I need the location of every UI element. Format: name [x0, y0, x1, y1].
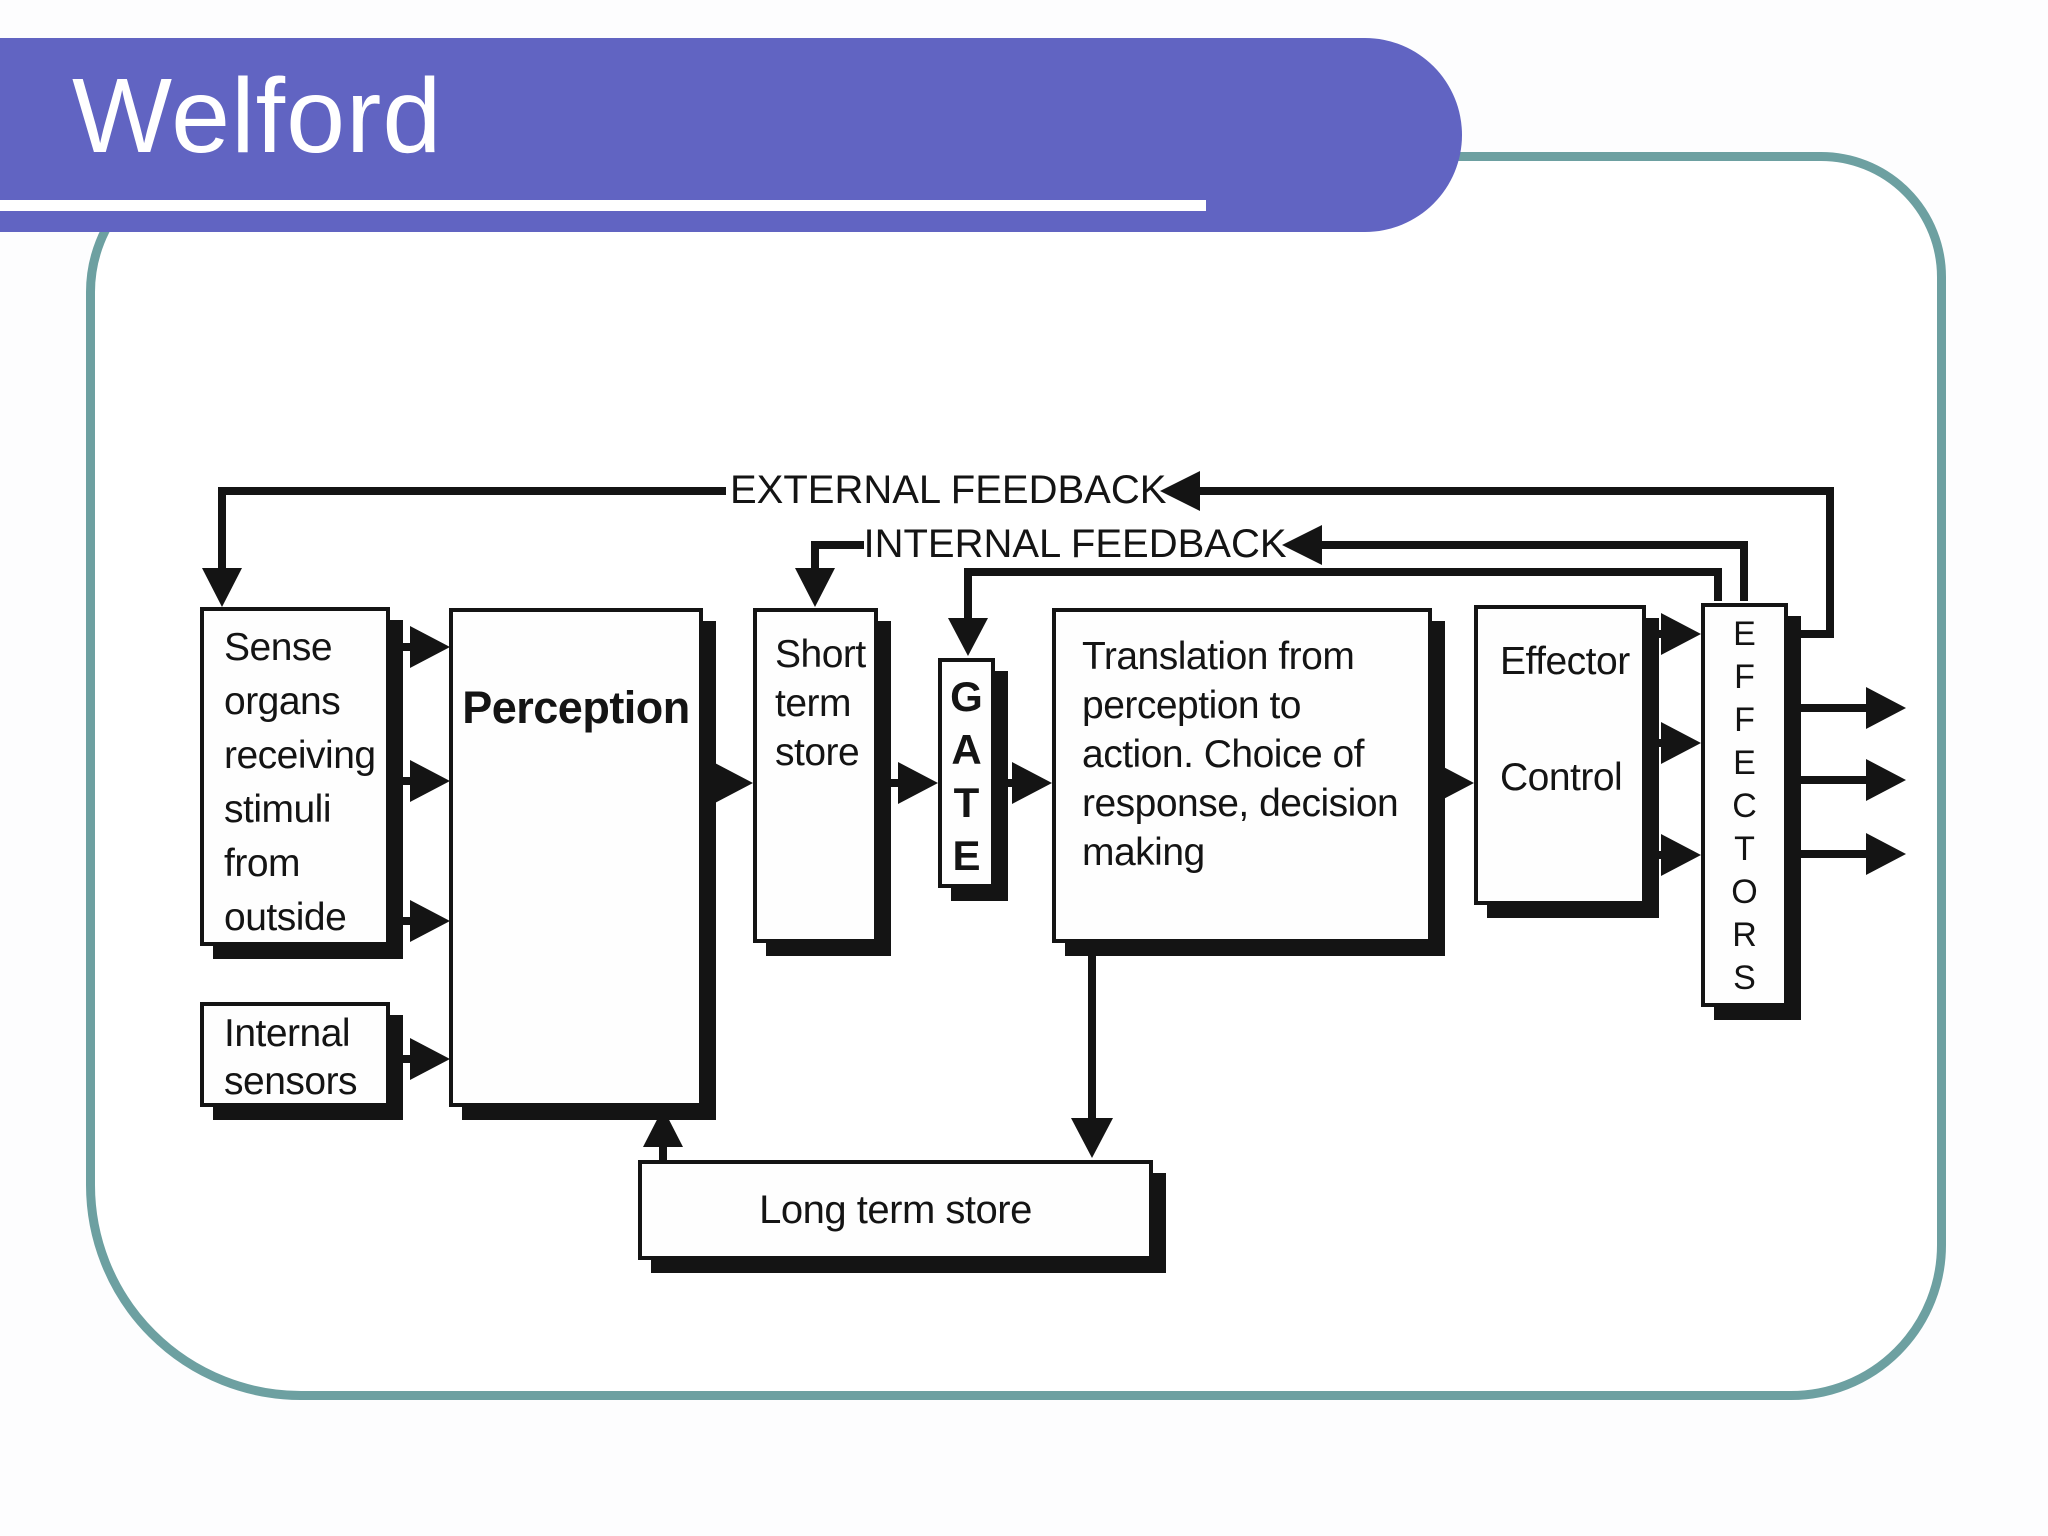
arrow-effector-to-effectors: [1646, 613, 1701, 876]
title-underline: [0, 200, 1206, 211]
perception-box: Perception: [449, 608, 703, 1107]
short-term-store-box: Short term store: [753, 608, 878, 943]
translation-box: Translation from perception to action. C…: [1052, 608, 1432, 943]
internal-feedback-line: [795, 525, 1748, 607]
arrow-sense-to-perception: [390, 626, 450, 942]
slide-title: Welford: [72, 57, 443, 175]
effector-control-box: Effector Control: [1474, 605, 1646, 905]
arrow-sts-to-gate: [878, 762, 938, 804]
long-term-store-box: Long term store: [638, 1160, 1153, 1260]
internal-sensors-box: Internal sensors: [200, 1002, 390, 1107]
arrow-perception-to-sts: [703, 762, 753, 804]
title-bar: Welford: [0, 38, 1462, 232]
arrow-internal-to-perception: [390, 1038, 450, 1080]
arrow-translation-to-effector: [1432, 762, 1474, 804]
sense-organs-box: Sense organs receiving stimuli from outs…: [200, 607, 390, 946]
gate-box: G A T E: [938, 658, 995, 888]
external-feedback-label: EXTERNAL FEEDBACK: [730, 468, 1167, 512]
arrow-effectors-output: [1790, 687, 1906, 875]
effectors-box: E F F E C T O R S: [1701, 603, 1788, 1007]
external-feedback-line: [202, 471, 1834, 638]
arrow-gate-to-translation: [995, 762, 1052, 804]
arrow-translation-to-lts: [1071, 943, 1113, 1158]
internal-feedback-label: INTERNAL FEEDBACK: [863, 522, 1287, 566]
arrow-lts-to-perception: [643, 1108, 683, 1160]
gate-feedback-line: [948, 568, 1722, 656]
